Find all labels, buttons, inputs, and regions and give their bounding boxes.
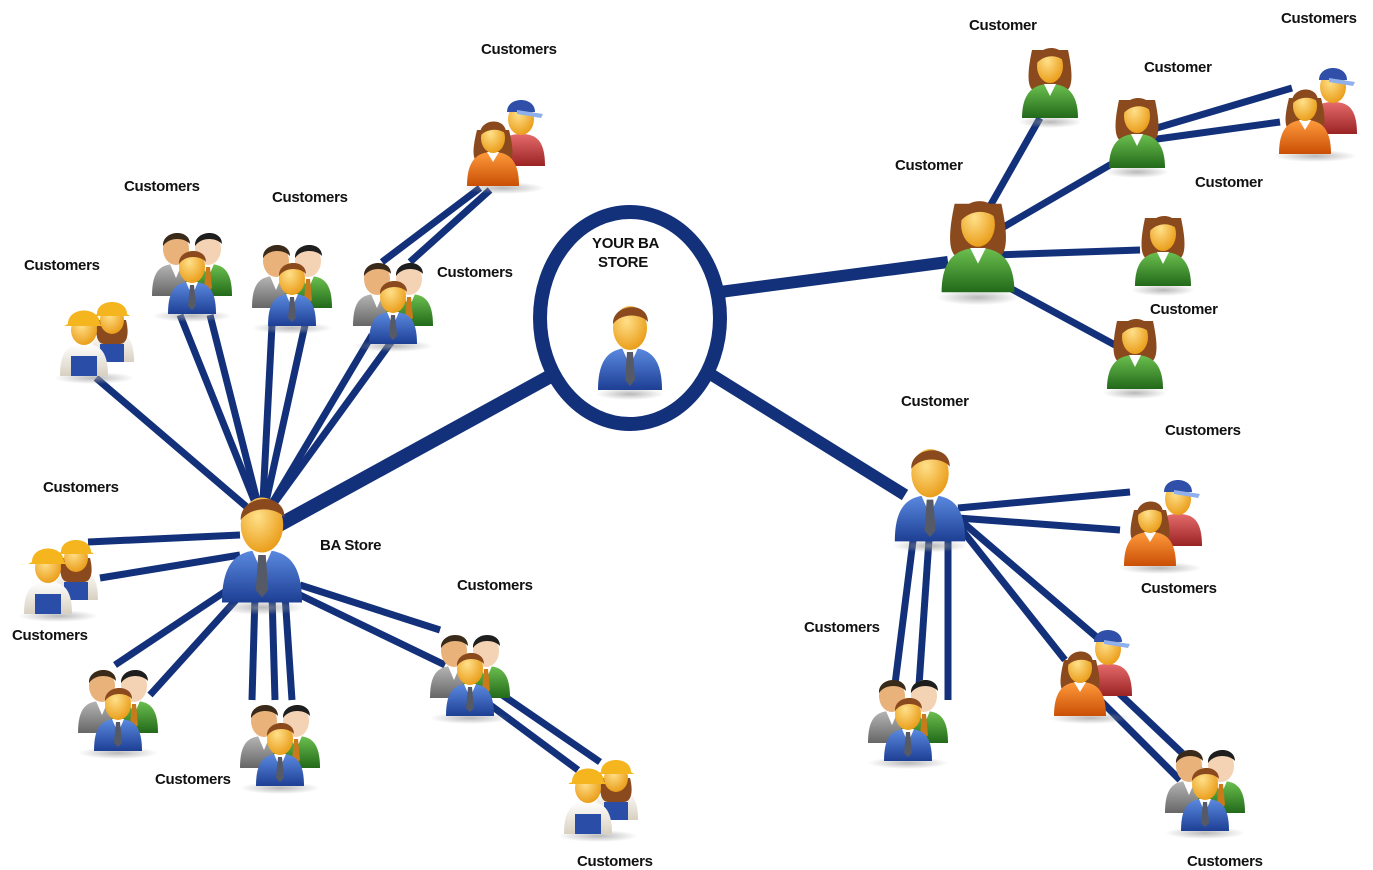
customers-label: Customers (12, 627, 88, 644)
businessman-icon (892, 449, 968, 553)
woman-customer-icon (1103, 318, 1167, 399)
customers-label: Customers (1187, 853, 1263, 870)
customers-label: Customers (577, 853, 653, 870)
group-icon (152, 233, 232, 322)
customers-label: Customers (1141, 580, 1217, 597)
customer-label: Customer (1144, 59, 1212, 76)
group-icon (252, 245, 332, 334)
workers-icon (558, 760, 638, 842)
customer-label: Customer (901, 393, 969, 410)
customers-label: Customers (457, 577, 533, 594)
couple-icon (1118, 480, 1202, 574)
customers-label: Customers (804, 619, 880, 636)
customers-label: Customers (481, 41, 557, 58)
customers-label: Customers (1165, 422, 1241, 439)
group-icon (78, 670, 158, 759)
customer-label: Customer (1150, 301, 1218, 318)
customer-label: Customer (895, 157, 963, 174)
customer-label: Customer (969, 17, 1037, 34)
center-label-line2: STORE (598, 254, 648, 271)
customers-label: Customers (437, 264, 513, 281)
couple-icon (1273, 68, 1357, 162)
woman-customer-icon (1018, 47, 1082, 128)
customers-label: Customers (1281, 10, 1357, 27)
group-icon (353, 263, 433, 352)
couple-icon (461, 100, 545, 194)
center-node (533, 205, 727, 431)
people-icons (18, 47, 1357, 842)
group-icon (240, 705, 320, 794)
customers-label: Customers (124, 178, 200, 195)
group-icon (1165, 750, 1245, 839)
ba-store-label: BA Store (320, 537, 382, 554)
customers-label: Customers (24, 257, 100, 274)
customers-label: Customers (155, 771, 231, 788)
workers-icon (54, 302, 134, 384)
customers-label: Customers (43, 479, 119, 496)
customers-label: Customers (272, 189, 348, 206)
customer-label: Customer (1195, 174, 1263, 191)
group-icon (868, 680, 948, 769)
couple-icon (1048, 630, 1132, 724)
woman-customer-icon (1131, 215, 1195, 296)
center-label-line1: YOUR BA (592, 235, 660, 252)
workers-icon (18, 540, 98, 622)
